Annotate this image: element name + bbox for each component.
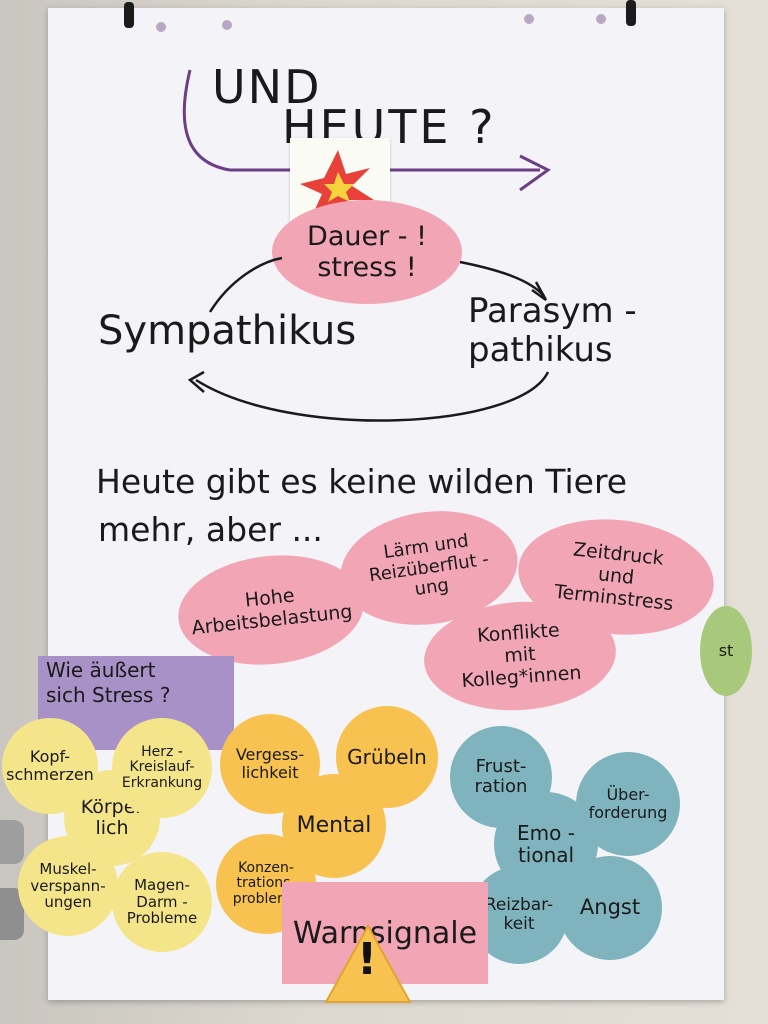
- circle-magen-darm: Magen- Darm - Probleme: [112, 852, 212, 952]
- punch-hole: [524, 14, 534, 24]
- circle-ueberforderung: Über- forderung: [576, 752, 680, 856]
- circle-text: Kopf- schmerzen: [6, 747, 94, 784]
- warning-exclamation: !: [356, 934, 378, 985]
- stressor-text: Zeitdruck und Terminstress: [553, 538, 675, 615]
- stressor-text: Hohe Arbeitsbelastung: [190, 584, 354, 640]
- circle-text: Vergess- lichkeit: [235, 745, 305, 782]
- side-circle-text: st: [718, 641, 734, 661]
- warning-triangle-icon: [324, 923, 412, 1003]
- circle-text: Reizbar- keit: [484, 895, 554, 934]
- circle-angst: Angst: [558, 856, 662, 960]
- binder-clip-right: [626, 0, 636, 26]
- sentence-line1: Heute gibt es keine wilden Tiere: [96, 462, 628, 501]
- warnsignale-text: Warnsignale: [292, 915, 478, 951]
- circle-text: Über- forderung: [588, 785, 668, 822]
- stressor-text: Lärm und Reizüberflut - ung: [367, 530, 491, 601]
- circle-muskelverspannungen: Muskel- verspann- ungen: [18, 836, 118, 936]
- sentence-line2: mehr, aber ...: [98, 510, 323, 549]
- circle-text: Emo - tional: [517, 821, 575, 867]
- circle-frustration: Frust- ration: [450, 726, 552, 828]
- stressor-text: Konflikte mit Kolleg*innen: [460, 619, 583, 693]
- circle-text: Magen- Darm - Probleme: [126, 876, 198, 928]
- circle-text: Mental: [296, 812, 372, 838]
- dauerstress-text: Dauer - ! stress !: [307, 220, 427, 283]
- title-line1: UND: [212, 60, 322, 114]
- parasympathikus-label: Parasym - pathikus: [468, 291, 637, 371]
- sympathikus-label: Sympathikus: [98, 308, 357, 354]
- circle-text: Frust- ration: [474, 756, 528, 797]
- door-hinge-top: [0, 820, 24, 864]
- nervous-cycle-arrows: [187, 256, 550, 422]
- circle-grubeln: Grübeln: [336, 706, 438, 808]
- title-arrow: [182, 69, 551, 192]
- side-green-circle: st: [700, 606, 752, 696]
- binder-clip-left: [124, 2, 134, 28]
- circle-text: Herz - Kreislauf- Erkrankung: [121, 743, 203, 791]
- dauerstress-oval: Dauer - ! stress !: [272, 200, 462, 304]
- circle-text: Muskel- verspann- ungen: [30, 860, 106, 912]
- circle-herz-kreislauf: Herz - Kreislauf- Erkrankung: [112, 718, 212, 818]
- punch-hole: [156, 22, 166, 32]
- circle-text: Grübeln: [347, 745, 427, 769]
- circle-text: Angst: [579, 895, 641, 920]
- circle-kopfschmerzen: Kopf- schmerzen: [2, 718, 98, 814]
- circle-vergesslichkeit: Vergess- lichkeit: [220, 714, 320, 814]
- punch-hole: [596, 14, 606, 24]
- punch-hole: [222, 20, 232, 30]
- stress-question-text: Wie äußert sich Stress ?: [46, 658, 171, 707]
